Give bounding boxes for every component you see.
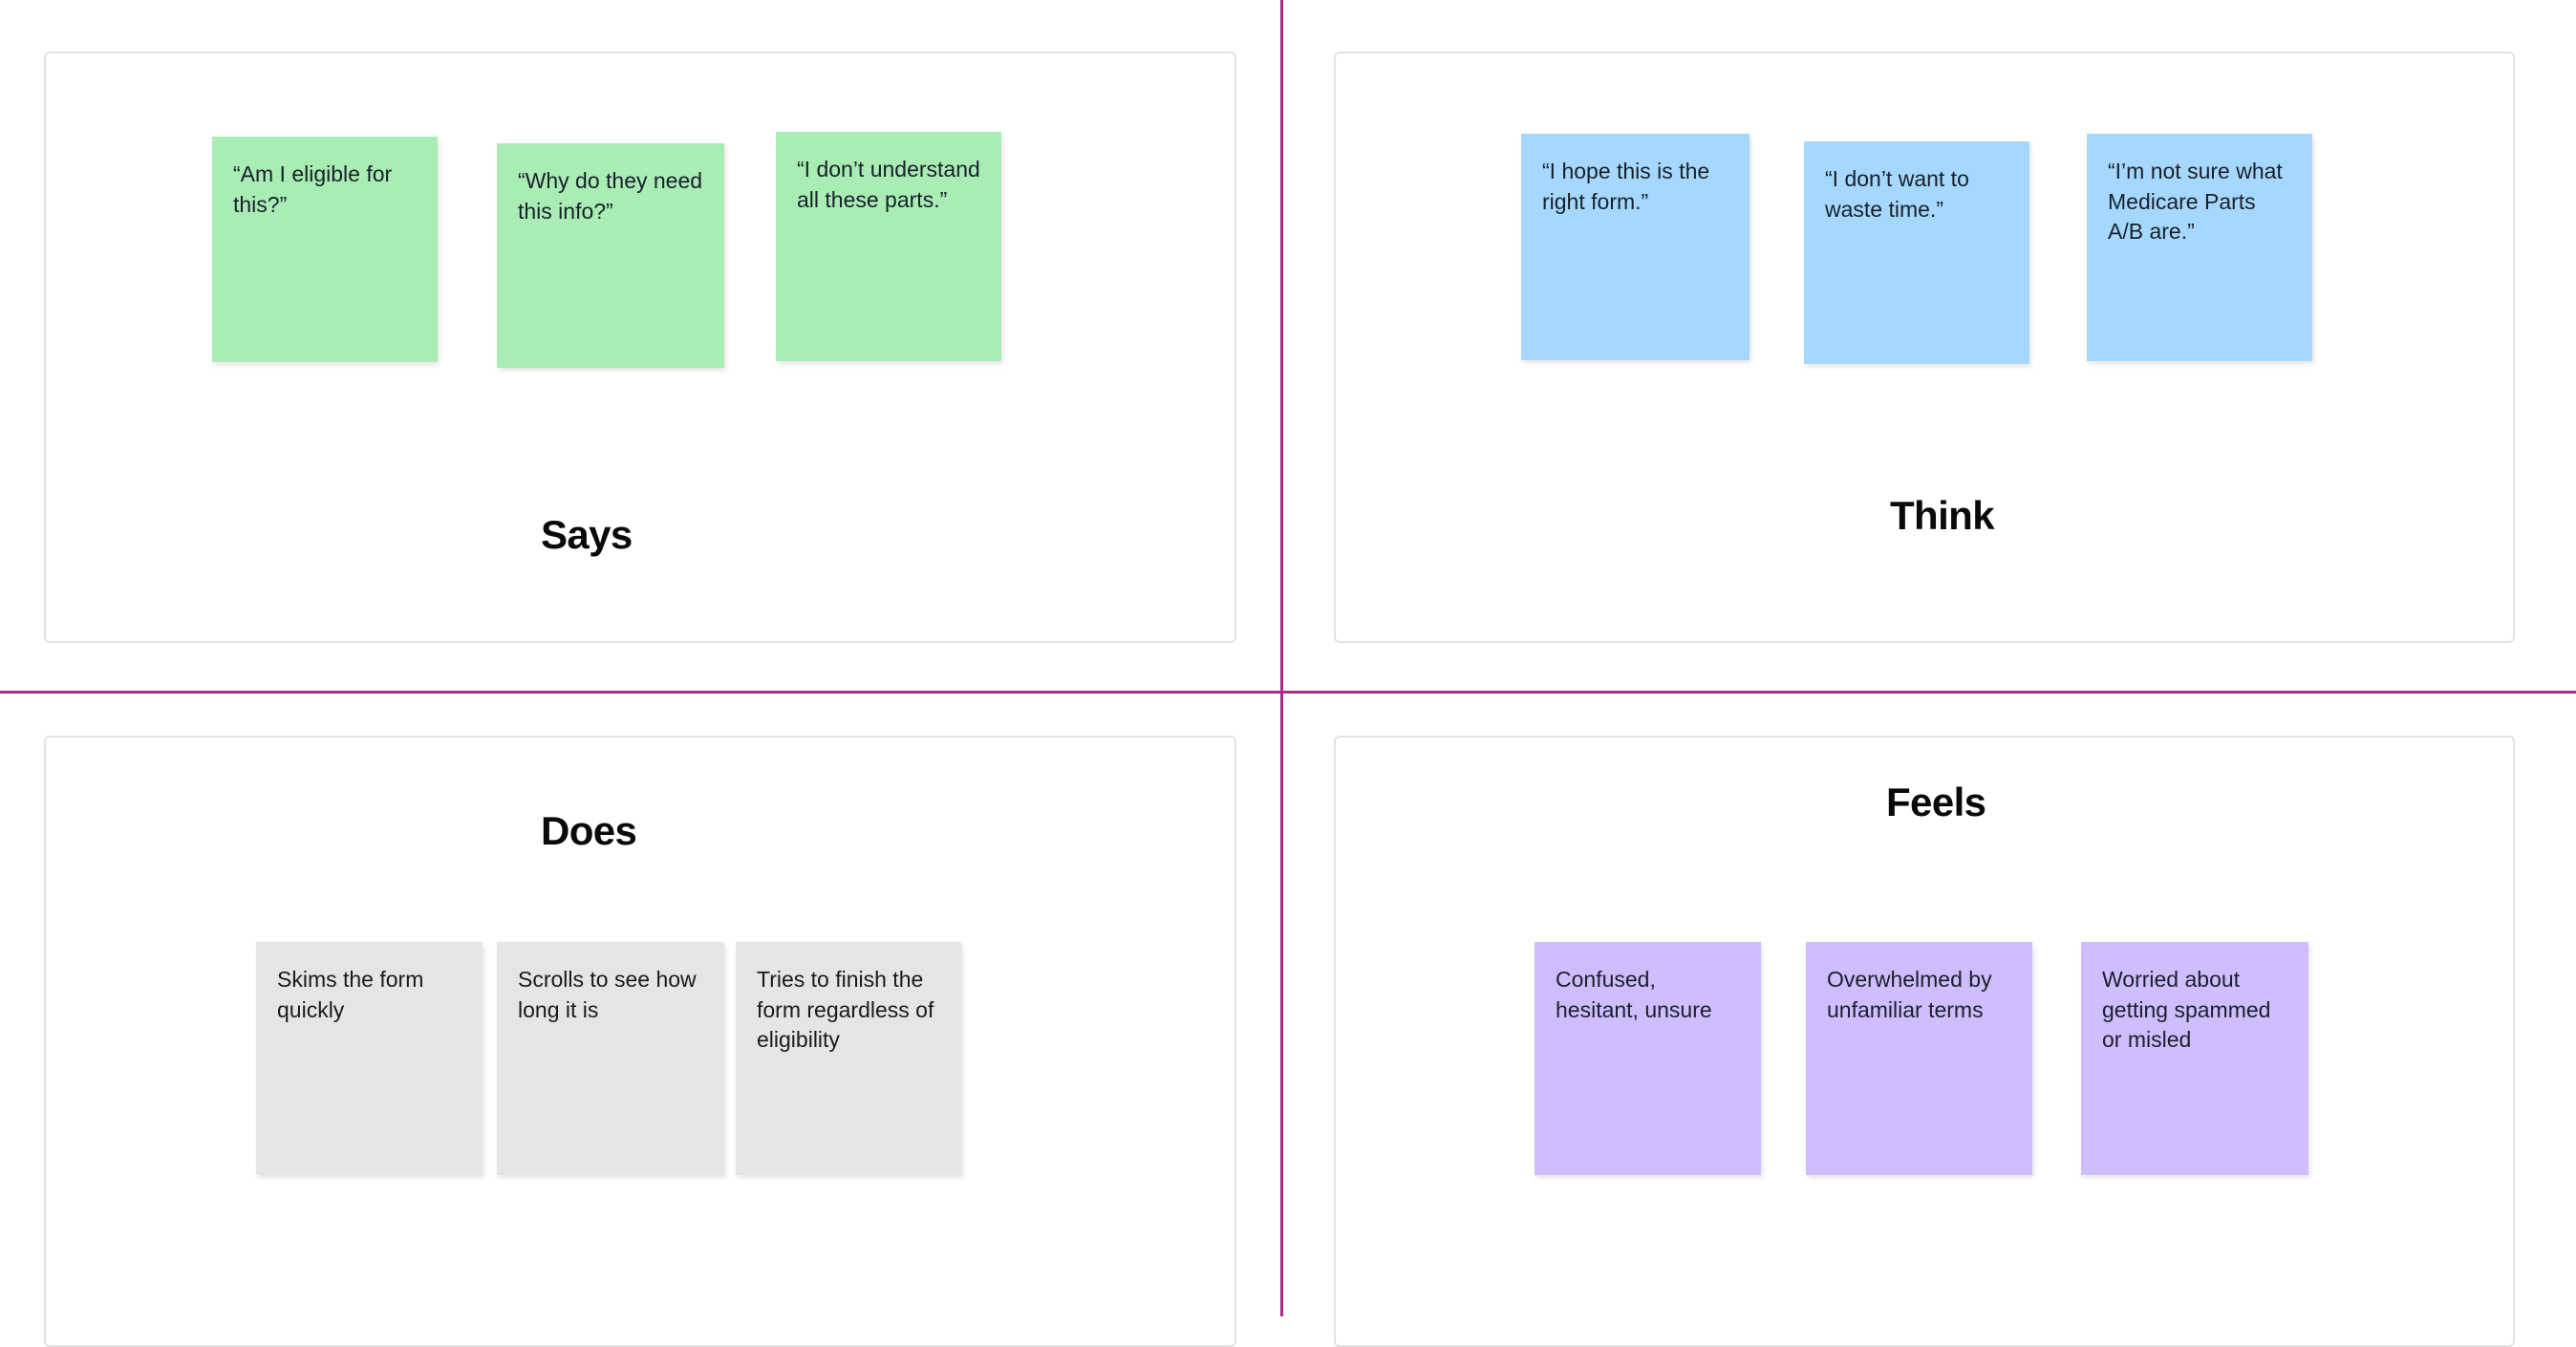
sticky-note[interactable]: Worried about getting spammed or misled: [2081, 942, 2308, 1175]
sticky-note[interactable]: “Am I eligible for this?”: [212, 137, 438, 362]
sticky-note[interactable]: “I don’t want to waste time.”: [1804, 141, 2029, 364]
quadrant-title-think: Think: [1890, 493, 1995, 538]
sticky-note[interactable]: Overwhelmed by unfamiliar terms: [1806, 942, 2032, 1175]
quadrant-title-says: Says: [541, 512, 633, 557]
horizontal-divider: [0, 691, 2576, 694]
sticky-note[interactable]: “I don’t understand all these parts.”: [776, 132, 1001, 361]
sticky-note[interactable]: “I’m not sure what Medicare Parts A/B ar…: [2087, 134, 2312, 361]
quadrant-title-does: Does: [541, 808, 637, 853]
quadrant-title-feels: Feels: [1886, 780, 1986, 824]
sticky-note[interactable]: “I hope this is the right form.”: [1521, 134, 1750, 360]
sticky-note[interactable]: Confused, hesitant, unsure: [1535, 942, 1761, 1175]
sticky-note[interactable]: Scrolls to see how long it is: [497, 942, 724, 1175]
sticky-note[interactable]: Tries to finish the form regardless of e…: [736, 942, 961, 1175]
sticky-note[interactable]: “Why do they need this info?”: [497, 143, 724, 368]
sticky-note[interactable]: Skims the form quickly: [256, 942, 483, 1175]
vertical-divider: [1280, 0, 1283, 1316]
